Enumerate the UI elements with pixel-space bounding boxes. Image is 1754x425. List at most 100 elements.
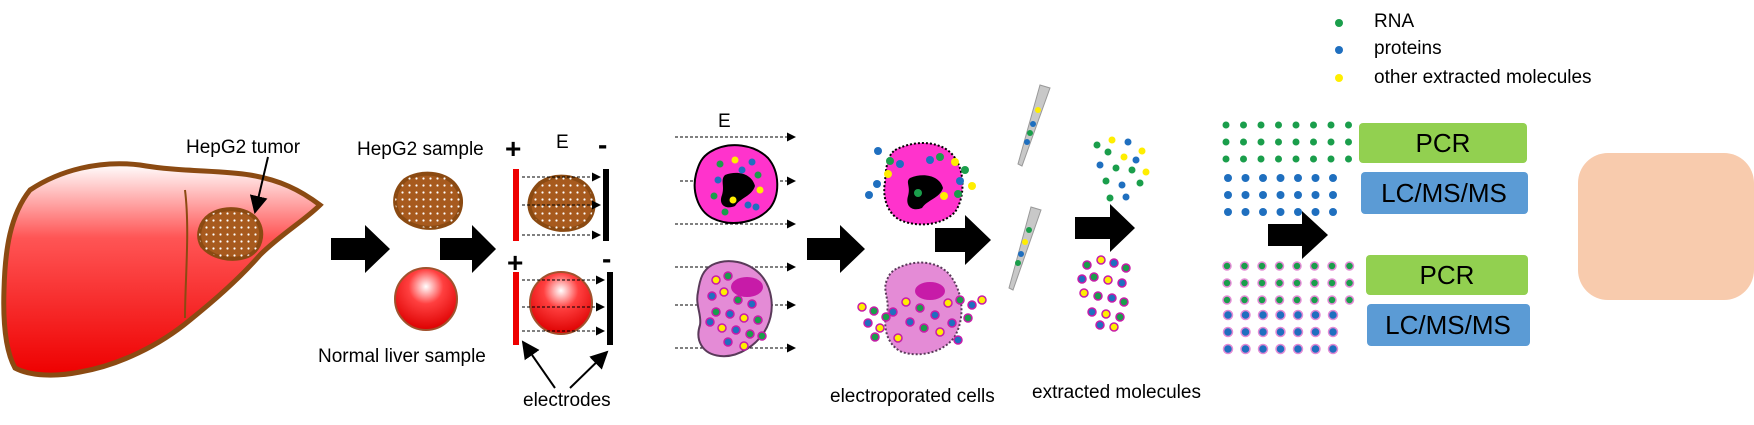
molecule-dot	[1240, 343, 1251, 355]
molecule-dot	[863, 318, 873, 328]
molecule-dot	[1089, 272, 1099, 282]
molecule-dot	[951, 158, 959, 166]
molecule-dot	[1222, 278, 1232, 288]
molecule-dot	[1222, 326, 1234, 338]
molecule-dot	[1292, 121, 1300, 129]
molecule-dot	[717, 323, 727, 333]
molecule-dot	[1310, 121, 1317, 129]
molecule-dot	[1310, 343, 1321, 355]
molecule-dot	[1120, 153, 1128, 161]
molecule-dot	[1310, 326, 1321, 338]
molecule-dot	[874, 147, 882, 155]
molecule-dot	[1309, 261, 1320, 271]
molecule-dot	[870, 332, 880, 342]
molecule-dot	[1345, 138, 1352, 146]
electroporated-tumor-cell	[883, 142, 964, 226]
molecule-dot	[705, 317, 715, 327]
molecule-dot	[1275, 326, 1286, 338]
molecule-dot	[901, 297, 911, 307]
process-arrow-2	[440, 225, 496, 273]
molecule-dot	[1240, 326, 1251, 338]
molecule-dot	[1276, 191, 1285, 199]
pcr-label-top: PCR	[1416, 128, 1471, 158]
molecule-dot	[886, 157, 894, 165]
molecule-dot	[1292, 138, 1300, 146]
molecule-dot	[753, 315, 763, 325]
molecule-dot	[1292, 261, 1302, 271]
molecule-dot	[1128, 166, 1136, 174]
molecule-dot	[1108, 136, 1116, 144]
electrodes-label: electrodes	[523, 390, 611, 411]
molecule-dot	[947, 318, 957, 328]
molecule-dot	[1142, 168, 1150, 176]
molecule-dot	[1240, 309, 1251, 321]
molecule-dot	[716, 160, 724, 168]
molecule-dot	[1274, 278, 1285, 288]
molecule-dot	[1292, 155, 1300, 163]
anode-electrode-top	[513, 169, 519, 241]
molecule-dot	[888, 307, 898, 317]
molecule-dot	[752, 203, 760, 211]
legend-rna-label: RNA	[1374, 11, 1414, 32]
molecule-dot	[1259, 208, 1267, 216]
molecule-dot	[1345, 121, 1352, 129]
molecule-dot	[1240, 138, 1247, 146]
field-lines-top	[522, 172, 601, 240]
molecule-dot	[1274, 295, 1285, 305]
normal-sample-in-field	[529, 271, 593, 335]
molecule-dot	[961, 166, 969, 174]
molecule-dot	[1327, 309, 1339, 321]
electroporated-cells-label: electroporated cells	[830, 386, 995, 407]
molecule-dot	[1294, 208, 1302, 216]
molecule-dot	[1222, 138, 1230, 146]
molecule-dot	[893, 333, 903, 343]
molecule-dot	[930, 310, 940, 320]
molecule-dot	[936, 153, 944, 161]
molecule-dot	[1311, 174, 1320, 182]
molecule-dot	[1292, 295, 1302, 305]
molecule-dot	[1104, 148, 1112, 156]
molecule-dot	[977, 295, 987, 305]
molecule-dot	[967, 300, 977, 310]
molecule-dot	[1327, 295, 1337, 305]
normal-cell	[696, 260, 773, 358]
molecule-dot	[719, 287, 729, 297]
molecule-dot	[1222, 121, 1230, 129]
molecule-dot	[1077, 274, 1087, 284]
protein-grid-top	[1224, 174, 1337, 216]
molecule-dot	[1240, 155, 1247, 163]
molecule-dot	[739, 313, 749, 323]
molecule-dot	[1274, 261, 1285, 271]
molecule-dot	[1275, 121, 1282, 129]
molecule-dot	[1275, 155, 1282, 163]
liver-organ	[1, 161, 324, 378]
minus-sign-bottom: -	[602, 243, 611, 274]
molecule-dot	[1257, 155, 1265, 163]
molecule-dot	[940, 192, 948, 200]
plus-sign-bottom: +	[507, 247, 523, 278]
extracted-molecules-label: extracted molecules	[1032, 382, 1201, 403]
legend-other-label: other extracted molecules	[1374, 67, 1592, 88]
normal-cell-molecules	[705, 271, 767, 351]
pipette-tip-bottom	[1008, 206, 1042, 291]
lcms-assay-top: LC/MS/MS	[1361, 172, 1528, 214]
molecule-dot	[1257, 278, 1267, 288]
field-label-cells: E	[718, 111, 731, 132]
molecule-dot	[754, 171, 762, 179]
molecule-dot	[896, 160, 904, 168]
pcr-label-bottom: PCR	[1420, 260, 1475, 290]
anode-electrode-bottom	[513, 272, 519, 345]
molecule-dot	[954, 190, 962, 198]
molecule-dot	[1310, 155, 1317, 163]
molecule-dot	[1240, 121, 1247, 129]
molecule-dot	[1222, 155, 1230, 163]
molecule-dot	[1241, 208, 1250, 216]
molecule-dot	[968, 182, 976, 190]
molecule-dot	[748, 158, 756, 166]
molecule-dot	[1222, 261, 1232, 271]
hepg2-sample-label: HepG2 sample	[357, 139, 484, 160]
molecule-dot	[1093, 291, 1103, 301]
molecule-dot	[875, 323, 885, 333]
molecule-dot	[744, 201, 752, 209]
